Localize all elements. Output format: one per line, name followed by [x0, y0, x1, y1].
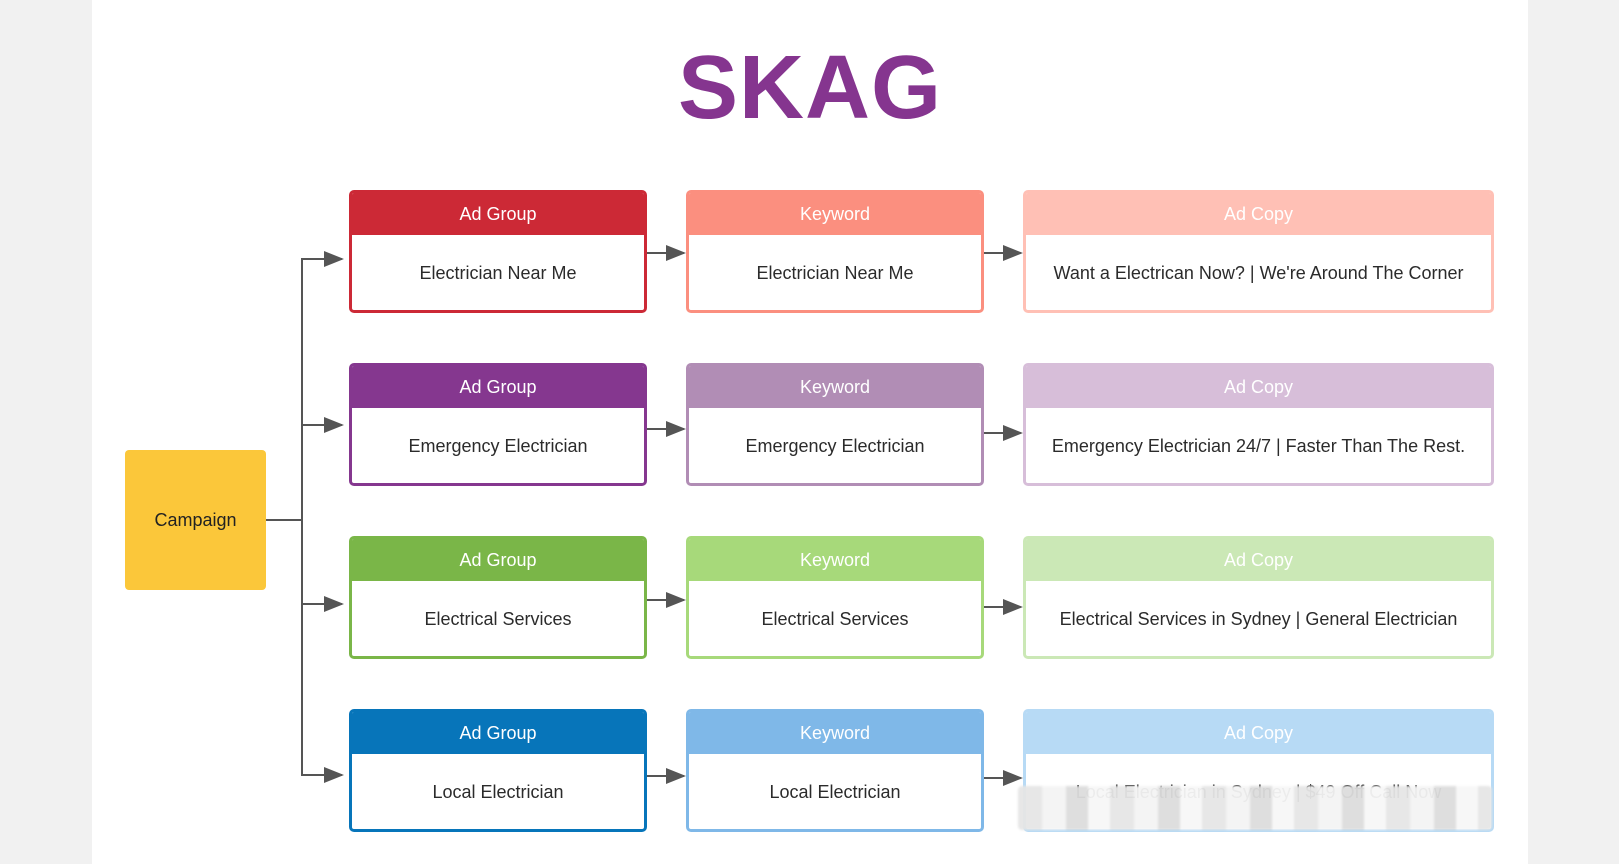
ad-group-node-4: Ad Group Local Electrician — [349, 709, 647, 832]
keyword-text-1: Electrician Near Me — [756, 262, 914, 283]
ad-copy-header-3: Ad Copy — [1026, 539, 1491, 581]
ad-copy-text-1: Want a Electrican Now? | We're Around Th… — [1053, 262, 1464, 283]
ad-group-text-3: Electrical Services — [424, 608, 572, 629]
ad-copy-text-3: Electrical Services in Sydney | General … — [1059, 608, 1458, 629]
campaign-row-4-connector — [301, 520, 344, 783]
ad-copy-node-1: Ad Copy Want a Electrican Now? | We're A… — [1023, 190, 1494, 313]
ad-copy-text-2: Emergency Electrician 24/7 | Faster Than… — [1051, 435, 1466, 456]
keyword-text-2: Emergency Electrician — [745, 435, 925, 456]
keyword-node-2: Keyword Emergency Electrician — [686, 363, 984, 486]
ad-group-header-1: Ad Group — [352, 193, 644, 235]
keyword-header-2: Keyword — [689, 366, 981, 408]
ad-copy-node-2: Ad Copy Emergency Electrician 24/7 | Fas… — [1023, 363, 1494, 486]
connector-lines — [266, 245, 1023, 786]
keyword-header-4: Keyword — [689, 712, 981, 754]
ad-group-header-3: Ad Group — [352, 539, 644, 581]
ad-copy-header-2: Ad Copy — [1026, 366, 1491, 408]
page-title: SKAG — [677, 38, 943, 138]
ad-group-node-1: Ad Group Electrician Near Me — [349, 190, 647, 313]
campaign-node: Campaign — [125, 450, 266, 590]
ad-copy-header-4: Ad Copy — [1026, 712, 1491, 754]
campaign-row-3-connector — [301, 520, 344, 612]
keyword-text-3: Electrical Services — [761, 608, 909, 629]
ad-group-node-3: Ad Group Electrical Services — [349, 536, 647, 659]
ad-group-text-4: Local Electrician — [432, 781, 564, 802]
keyword-node-4: Keyword Local Electrician — [686, 709, 984, 832]
keyword-header-3: Keyword — [689, 539, 981, 581]
ad-group-header-2: Ad Group — [352, 366, 644, 408]
ad-copy-header-1: Ad Copy — [1026, 193, 1491, 235]
keyword-node-1: Keyword Electrician Near Me — [686, 190, 984, 313]
ad-group-header-4: Ad Group — [352, 712, 644, 754]
campaign-row-2-connector — [301, 417, 344, 520]
keyword-node-3: Keyword Electrical Services — [686, 536, 984, 659]
keyword-header-1: Keyword — [689, 193, 981, 235]
ad-group-text-1: Electrician Near Me — [419, 262, 577, 283]
diagram-canvas: SKAG Campaign Ad Group Electrician Near … — [92, 0, 1528, 864]
ad-copy-node-3: Ad Copy Electrical Services in Sydney | … — [1023, 536, 1494, 659]
blurred-overlay — [1018, 786, 1492, 830]
campaign-trunk-connector — [266, 251, 344, 521]
ad-group-text-2: Emergency Electrician — [408, 435, 588, 456]
ad-group-node-2: Ad Group Emergency Electrician — [349, 363, 647, 486]
keyword-text-4: Local Electrician — [769, 781, 901, 802]
